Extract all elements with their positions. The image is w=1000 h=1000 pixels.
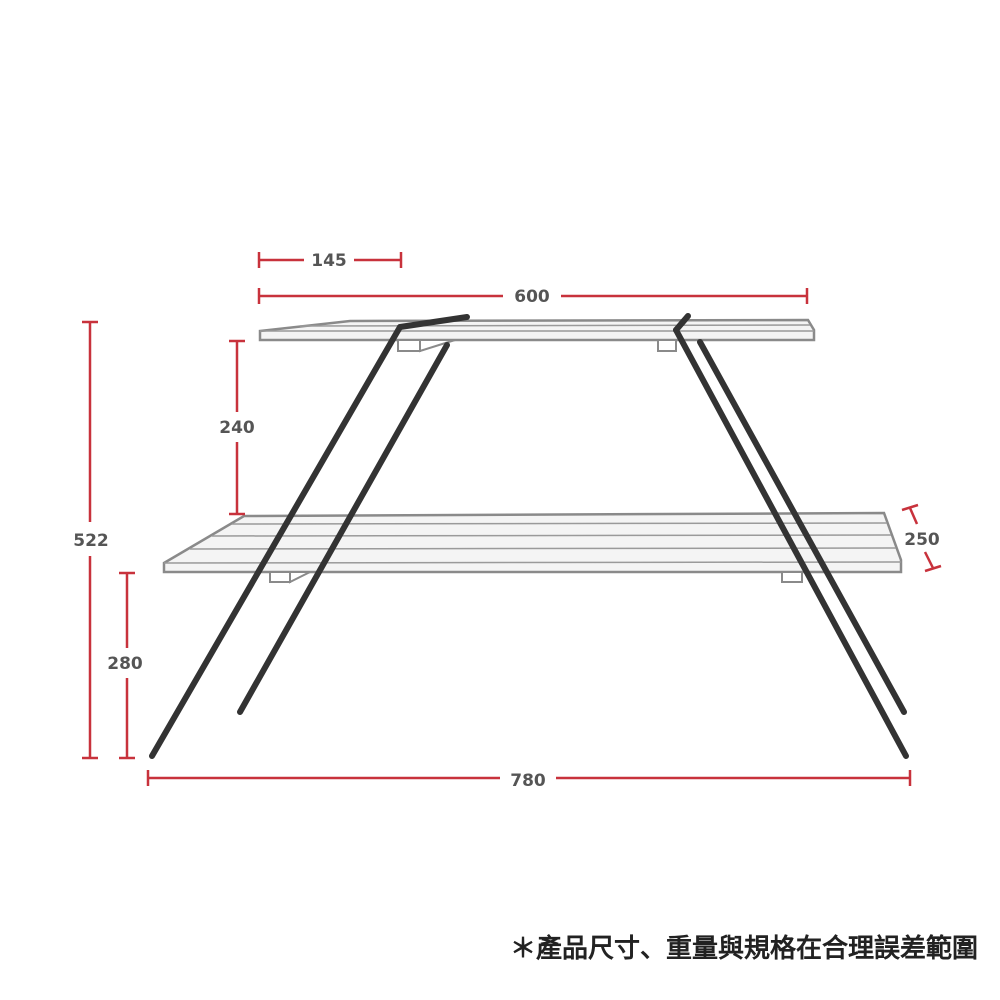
bottom-shelf-bracket-left (269, 571, 291, 583)
dim-label-280: 280 (107, 654, 143, 674)
dim-label-240: 240 (219, 418, 255, 438)
dim-label-250: 250 (904, 530, 940, 550)
top-shelf (258, 318, 816, 353)
bottom-shelf-slat-line (211, 534, 892, 537)
right-front-leg (673, 327, 909, 759)
dim-label-780: 780 (510, 771, 546, 791)
dim-250-line-top (908, 507, 919, 525)
top-crossbar-left (397, 314, 470, 330)
dim-label-522: 522 (73, 531, 109, 551)
top-shelf-slat-line (299, 324, 811, 327)
bottom-shelf-surface (162, 511, 903, 574)
top-shelf-bracket-right (657, 339, 677, 352)
top-shelf-bracket-left (397, 339, 421, 352)
bottom-shelf-brace (289, 571, 311, 584)
dim-250-line-bottom (923, 551, 935, 569)
dim-label-600: 600 (514, 287, 550, 307)
tolerance-note: ＊產品尺寸、重量與規格在合理誤差範圍 (509, 934, 978, 964)
bottom-shelf-bracket-right (781, 571, 803, 583)
dim-250-tick-bottom (924, 564, 942, 573)
right-back-leg (697, 339, 907, 715)
dimension-lines (82, 252, 942, 786)
frame (149, 313, 909, 759)
dim-250-tick-top (901, 503, 919, 512)
bottom-shelf (162, 511, 903, 584)
bottom-shelf-front-edge (163, 561, 902, 564)
bottom-shelf-slat-line (189, 547, 897, 550)
dim-label-145: 145 (311, 251, 347, 271)
dimension-labels: 145 600 240 522 280 780 250 (73, 251, 940, 791)
right-outer-leg (673, 313, 691, 333)
bottom-shelf-slat-line (231, 522, 888, 525)
left-outer-leg (149, 324, 403, 759)
top-shelf-surface (258, 318, 816, 342)
left-inner-leg (237, 342, 450, 715)
